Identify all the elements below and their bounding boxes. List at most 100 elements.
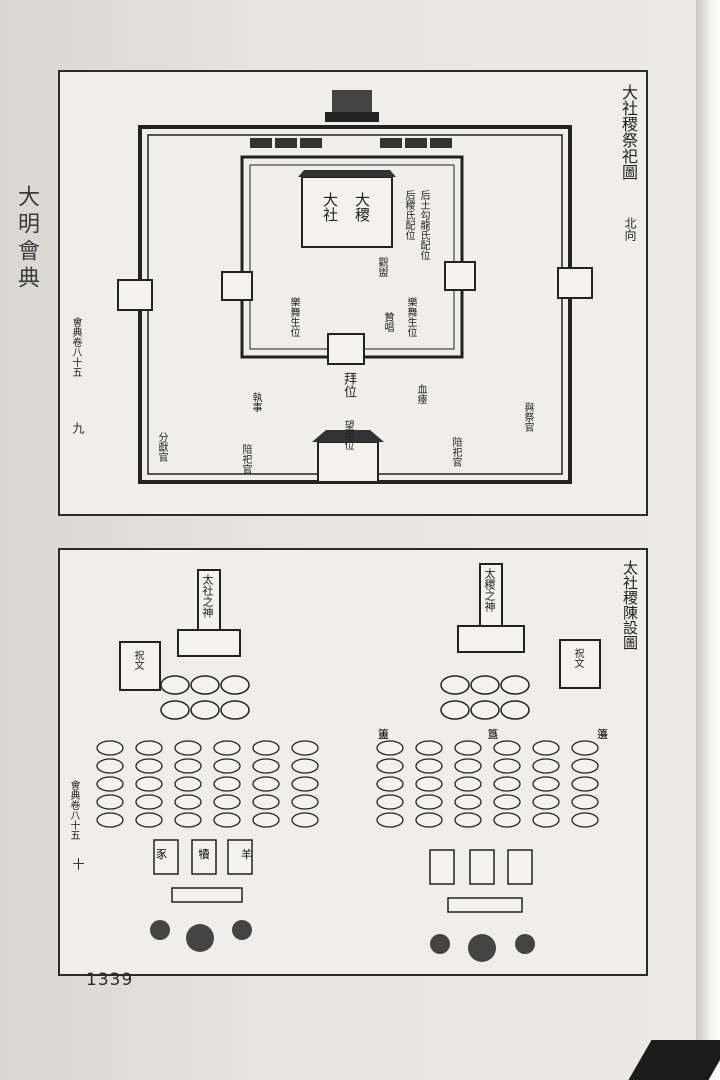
baiwei-label: 拜位 [341,372,356,398]
animal-labels-left: 豕 犢 羊 [156,846,252,862]
altar-ji-label: 大稷 [353,192,371,222]
offering-vessel [291,758,319,774]
offering-vessel [571,740,599,756]
book-spine [696,0,720,1080]
offering-vessel [213,776,241,792]
gate-label: 望瘞位 [342,420,353,450]
lead-left-label: 樂舞生位 [288,297,299,337]
offering-vessel [454,740,482,756]
offering-vessel [532,740,560,756]
offering-vessel [376,776,404,792]
offering-vessel [376,812,404,828]
offering-vessel [96,812,124,828]
offering-vessel [454,776,482,792]
left-side-label: 祝文 [132,650,143,670]
offering-vessel [532,758,560,774]
offering-vessel [415,758,443,774]
offering-vessel [532,812,560,828]
offering-vessel [96,794,124,810]
bottom-right-label: 陪祀官 [450,437,461,467]
animal-label-pig: 豕 [156,848,167,861]
offering-vessel [376,794,404,810]
offering-vessel [291,740,319,756]
vessel-label-bian: 籩 [597,728,608,741]
guanxi-label: 觀盥 [376,257,387,277]
offering-vessel [291,776,319,792]
bottom-diagram [96,563,601,962]
tablet-ji-label: 太稷之神 [483,568,496,612]
offering-vessel [571,794,599,810]
lead-right-label: 樂舞生位 [405,297,416,337]
offering-vessel [135,758,163,774]
offering-vessel [571,812,599,828]
vessel-label-gui: 簋 [487,728,499,741]
offering-vessel [571,776,599,792]
offering-vessel [415,776,443,792]
bottom-left-label: 陪祀官 [240,444,251,474]
animal-label-sheep: 羊 [241,848,252,861]
offering-vessel [96,758,124,774]
top-diagram [117,90,593,484]
offering-vessel [135,740,163,756]
altar-she-label: 大社 [321,192,339,222]
left-a-label: 分獻官 [156,432,167,462]
offering-vessel [415,812,443,828]
offering-vessel [415,740,443,756]
offering-vessel [96,740,124,756]
offering-vessel [454,794,482,810]
offering-vessel [291,794,319,810]
offering-vessel [174,776,202,792]
offering-vessel [571,758,599,774]
offering-vessel [135,794,163,810]
offering-vessel [174,794,202,810]
offering-vessel [291,812,319,828]
bottom-leaf: 十 [71,858,85,870]
offering-vessel [454,812,482,828]
offering-vessel [532,794,560,810]
offering-vessel [135,812,163,828]
offering-vessel [454,758,482,774]
offering-vessel [252,812,280,828]
top-figure-panel: 大社稷祭祀圖 北向 會典卷八十五 九 大社 大稷 后土勾龍氏配位 后稷氏配位 觀… [58,70,648,516]
tablet-she-label: 太社之神 [201,574,214,618]
vessel-label-fu: 簠 [378,728,389,741]
animal-label-calf: 犢 [198,848,210,861]
inner-label: 贊唱 [382,312,393,332]
offering-vessel [252,794,280,810]
offering-vessel [493,776,521,792]
top-figure-direction: 北向 [623,217,637,241]
offering-vessel [213,812,241,828]
offering-vessel [252,758,280,774]
offering-vessel [135,776,163,792]
offering-vessel [213,740,241,756]
offering-vessel [415,794,443,810]
spirit-right-label: 后土勾龍氏配位 [418,190,429,260]
offering-vessel [174,758,202,774]
bottom-figure-panel: 太社稷陳設圖 會典卷八十五 十 太社之神 太稷之神 祝文 祝文 簠 簋 籩 豕 … [58,548,648,976]
page-number: 1339 [86,970,134,990]
bottom-roll-label: 會典卷八十五 [68,780,79,840]
top-figure-title: 大社稷祭祀圖 [619,84,638,180]
offering-vessel [174,740,202,756]
offering-vessel [532,776,560,792]
offering-vessel [174,812,202,828]
bottom-figure-title: 太社稷陳設圖 [621,560,639,650]
offering-vessel [493,794,521,810]
offering-vessel [376,758,404,774]
right-a-label: 血瘞 [415,384,426,404]
offering-vessel [252,740,280,756]
top-leaf: 九 [71,422,85,434]
offering-vessel [376,740,404,756]
right-side-label: 祝文 [572,648,583,668]
offering-vessel [252,776,280,792]
ancestor-right-label: 后稷氏配位 [403,190,414,240]
offering-vessel [493,758,521,774]
top-vessel-labels: 簠 簋 籩 [378,726,608,742]
offering-vessel [213,758,241,774]
offering-vessel [213,794,241,810]
offering-vessel [96,776,124,792]
left-b-label: 執事 [250,392,261,412]
offering-vessel [493,812,521,828]
right-b-label: 與祭官 [522,402,533,432]
book-title: 大明會典 [14,185,39,293]
